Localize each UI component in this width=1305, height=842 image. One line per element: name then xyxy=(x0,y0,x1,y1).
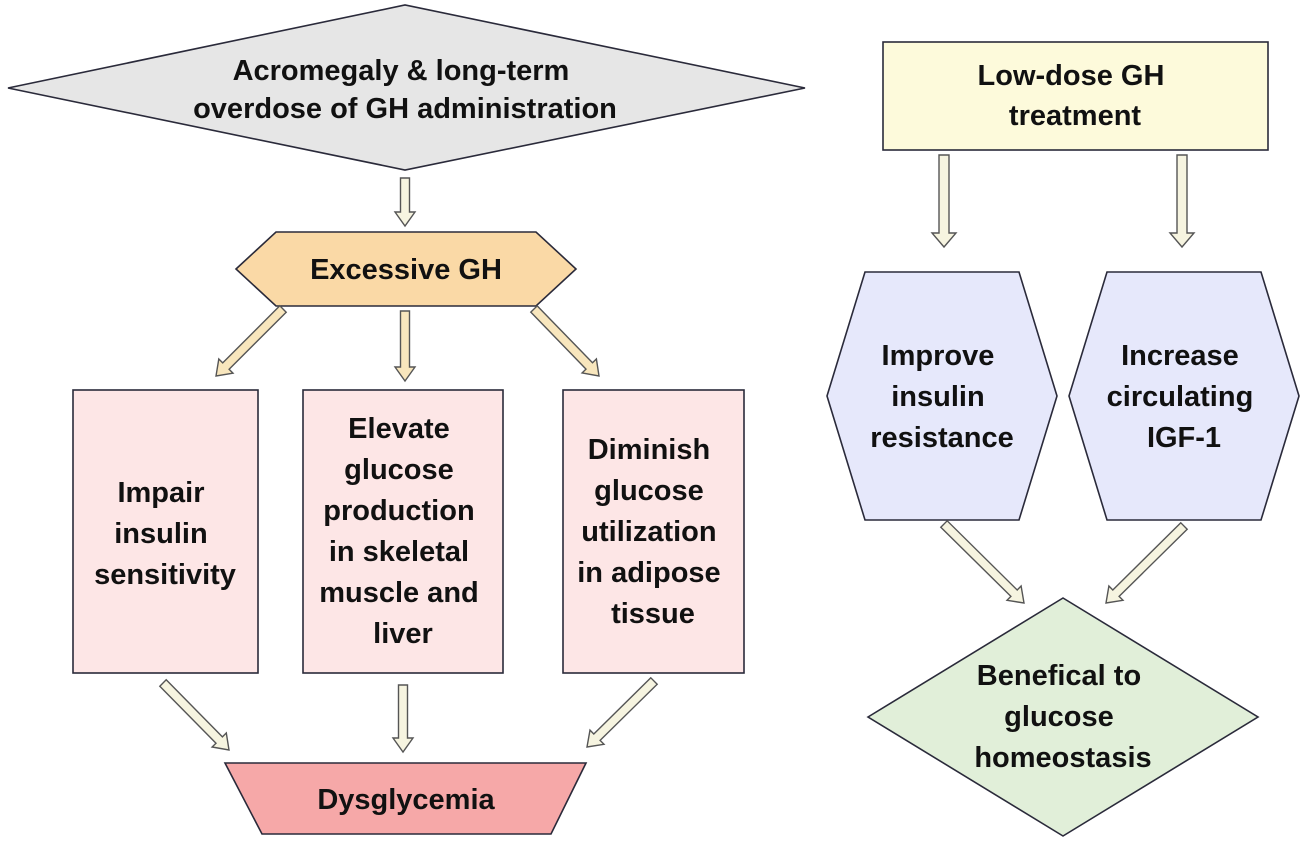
increase-igf1-label: Increase circulating IGF-1 xyxy=(1107,340,1262,454)
dysglycemia-label: Dysglycemia xyxy=(317,784,495,816)
arrow-excess-to-diminish xyxy=(529,304,600,377)
impair-insulin-box xyxy=(72,389,259,674)
arrow-excess-to-impair xyxy=(215,304,288,377)
arrow-increase-to-beneficial xyxy=(1105,521,1189,604)
arrow-acromegaly-to-excess xyxy=(393,177,417,228)
arrow-impair-to-dysglycemia xyxy=(158,678,230,751)
acromegaly-label: Acromegaly & long-term overdose of GH ad… xyxy=(193,55,617,125)
improve-insulin-label: Improve insulin resistance xyxy=(870,340,1014,454)
diminish-glucose-label: Diminish glucose utilization in adipose … xyxy=(577,434,728,630)
arrow-lowdose-to-increase xyxy=(1168,154,1196,249)
dysglycemia-trapezoid xyxy=(223,762,588,835)
arrow-excess-to-elevate xyxy=(393,310,417,383)
beneficial-diamond xyxy=(866,597,1260,837)
excessive-gh-label: Excessive GH xyxy=(310,254,502,286)
increase-igf1-hexagon xyxy=(1068,271,1300,521)
beneficial-label: Benefical to glucose homeostasis xyxy=(974,660,1151,774)
arrow-diminish-to-dysglycemia xyxy=(586,676,659,748)
improve-insulin-hexagon xyxy=(826,271,1058,521)
low-dose-gh-box xyxy=(882,41,1269,151)
impair-insulin-label: Impair insulin sensitivity xyxy=(94,477,236,591)
arrow-elevate-to-dysglycemia xyxy=(391,684,415,754)
acromegaly-diamond xyxy=(7,4,806,171)
diminish-glucose-box xyxy=(562,389,745,674)
arrow-improve-to-beneficial xyxy=(939,519,1025,604)
elevate-glucose-box xyxy=(302,389,504,674)
elevate-glucose-label: Elevate glucose production in skeletal m… xyxy=(319,413,487,650)
arrow-lowdose-to-improve xyxy=(930,154,958,249)
low-dose-gh-label: Low-dose GH treatment xyxy=(978,60,1173,132)
excessive-gh-hexagon xyxy=(234,231,578,307)
